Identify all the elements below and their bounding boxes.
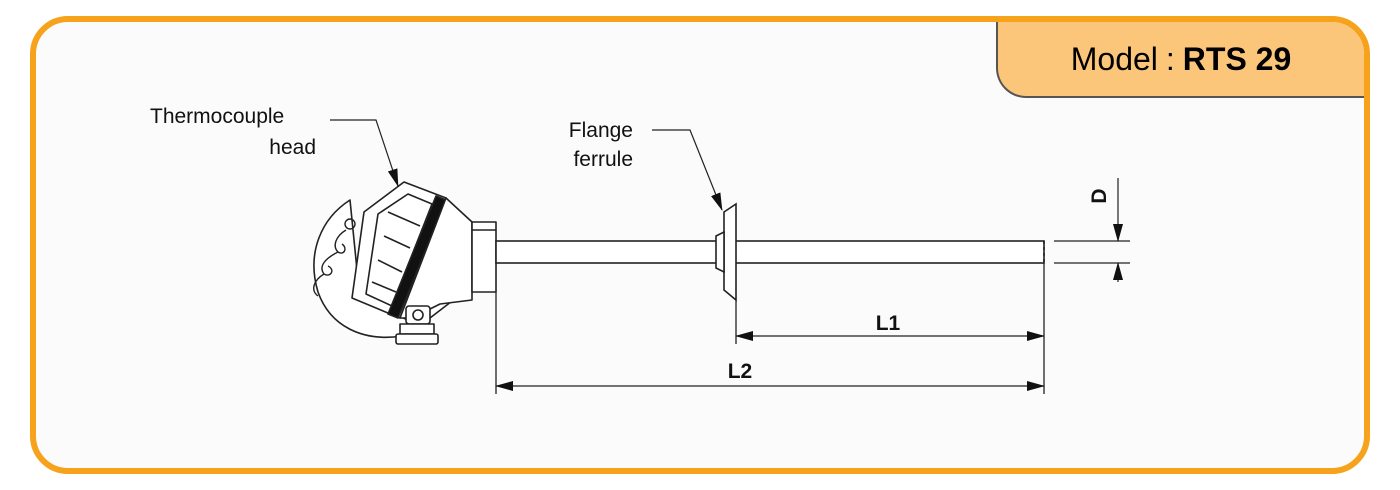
model-tab: Model : RTS 29 — [996, 22, 1364, 98]
length-dimensions — [495, 263, 1045, 394]
probe-sheath — [495, 240, 1045, 264]
head-callout-line2: head — [269, 136, 316, 159]
flange-callout-line1: Flange — [569, 119, 633, 142]
head-callout-line1: Thermocouple — [150, 105, 284, 128]
dimension-l2-label: L2 — [728, 360, 753, 383]
chain-clip — [313, 218, 356, 297]
flange-ferrule — [715, 202, 737, 302]
dimension-d-label: D — [1088, 188, 1111, 203]
callout-leaders — [330, 119, 723, 211]
dimension-l1-label: L1 — [876, 312, 901, 335]
flange-callout-line2: ferrule — [573, 148, 633, 171]
model-value: RTS 29 — [1182, 40, 1292, 77]
thermocouple-head — [313, 181, 497, 345]
diameter-extension — [1054, 178, 1130, 282]
model-separator: : — [1165, 40, 1175, 77]
model-label: Model — [1070, 40, 1158, 77]
diagram-frame: Model : RTS 29 — [30, 16, 1370, 474]
